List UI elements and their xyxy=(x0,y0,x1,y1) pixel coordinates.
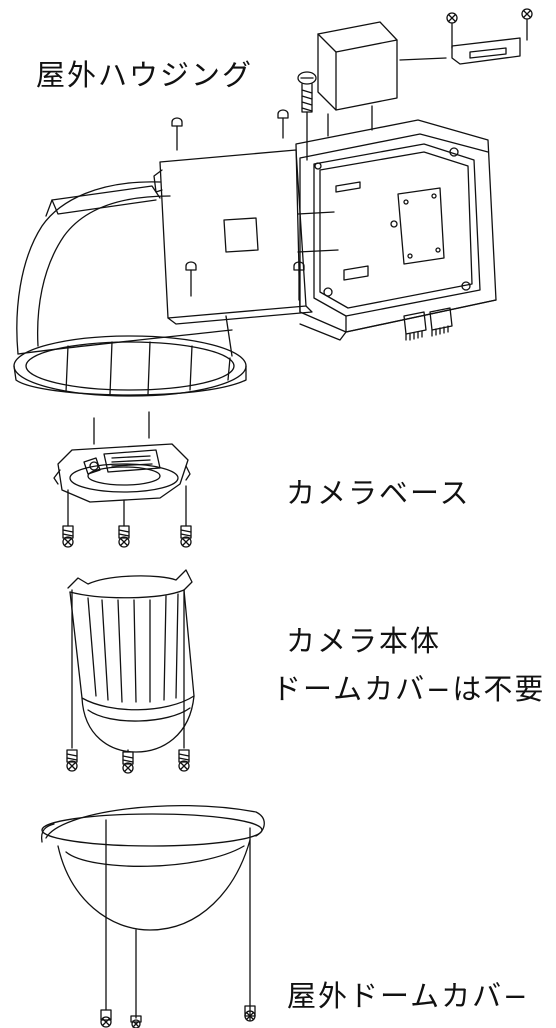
base-screws xyxy=(63,526,191,547)
housing-bolt xyxy=(298,72,316,160)
camera-base xyxy=(54,444,191,547)
housing-box xyxy=(296,120,496,340)
label-camera-body: カメラ本体 xyxy=(286,624,442,658)
outdoor-housing xyxy=(14,9,532,396)
outdoor-dome-cover xyxy=(42,806,265,1028)
camera-body xyxy=(67,570,194,773)
label-camera-base: カメラベース xyxy=(286,476,471,510)
lid-screws xyxy=(172,110,288,150)
housing-shroud xyxy=(14,182,246,396)
mounting-bracket xyxy=(400,9,532,64)
housing-top-cover xyxy=(318,22,397,136)
body-screws xyxy=(67,750,189,773)
housing-lid xyxy=(154,150,312,324)
label-outdoor-dome-cover: 屋外ドームカバ− xyxy=(287,979,530,1013)
dome-screws xyxy=(101,1006,255,1028)
label-no-dome-cover: ドームカバ−は不要 xyxy=(272,672,546,706)
alignment-lines-housing-base xyxy=(94,412,149,444)
label-outdoor-housing: 屋外ハウジング xyxy=(36,58,254,92)
